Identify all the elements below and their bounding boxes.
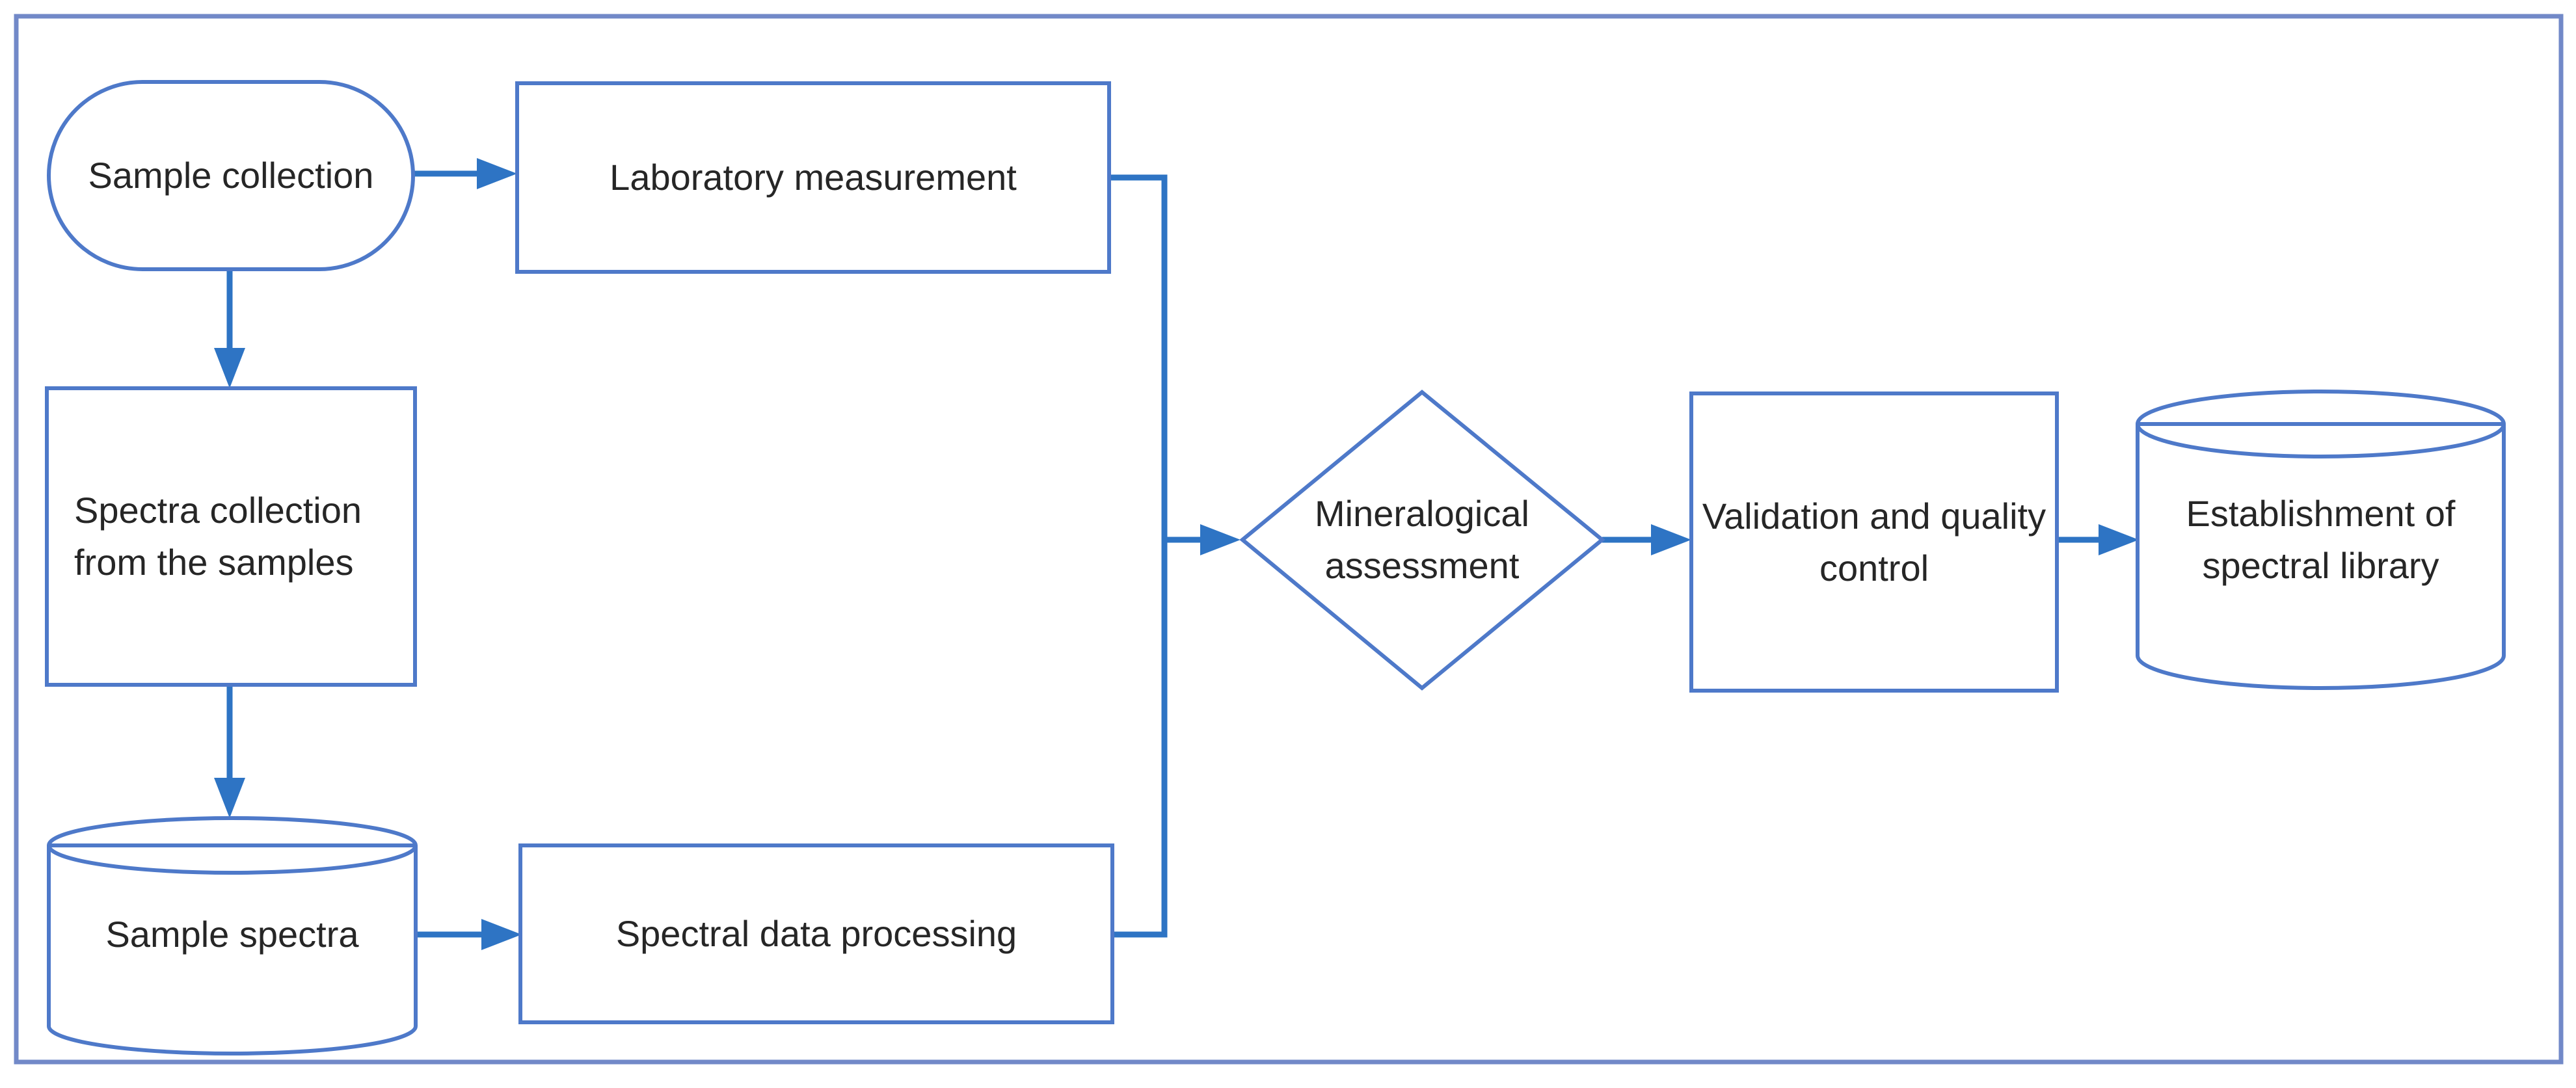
node-shape-group (45, 80, 2506, 1055)
node-laboratory-measurement-label: Laboratory measurement (610, 157, 1017, 198)
node-mineralogical-assessment-label: Mineralogical assessment (1315, 493, 1529, 586)
edge-samplespectra-to-processing-arrowhead (481, 919, 522, 950)
node-spectral-data-processing-shape (518, 843, 1114, 1024)
connector-group (214, 158, 2139, 950)
edge-collection-to-lab-arrowhead (477, 158, 517, 189)
edge-diamond-to-validation-arrowhead (1651, 524, 1691, 555)
node-spectra-collection-shape (45, 386, 417, 687)
node-sample-collection-label: Sample collection (88, 155, 374, 196)
node-spectral-library-body (2136, 424, 2506, 690)
node-spectral-data-processing-label: Spectral data processing (615, 913, 1017, 955)
edge-trunk-to-diamond-arrowhead (1200, 524, 1241, 555)
node-spectral-library-label: Establishment of spectral library (2186, 493, 2456, 586)
diagram-frame (14, 14, 2564, 1065)
edge-validation-to-library-arrowhead (2099, 524, 2139, 555)
node-laboratory-measurement-shape (515, 81, 1111, 274)
node-spectra-collection-label: Spectra collection from the samples (74, 490, 362, 583)
node-sample-spectra-body (47, 845, 418, 1055)
node-validation-quality-control-shape (1689, 391, 2059, 693)
node-sample-spectra-label: Sample spectra (105, 914, 359, 955)
edge-spectra-to-samplespectra-arrowhead (214, 778, 245, 818)
node-mineralogical-assessment-shape (1239, 390, 1605, 691)
edge-merge-trunk (1109, 174, 1168, 938)
node-validation-quality-control-label: Validation and quality control (1702, 495, 2046, 589)
edge-collection-to-spectra-arrowhead (214, 348, 245, 388)
node-sample-collection-shape (47, 80, 415, 271)
